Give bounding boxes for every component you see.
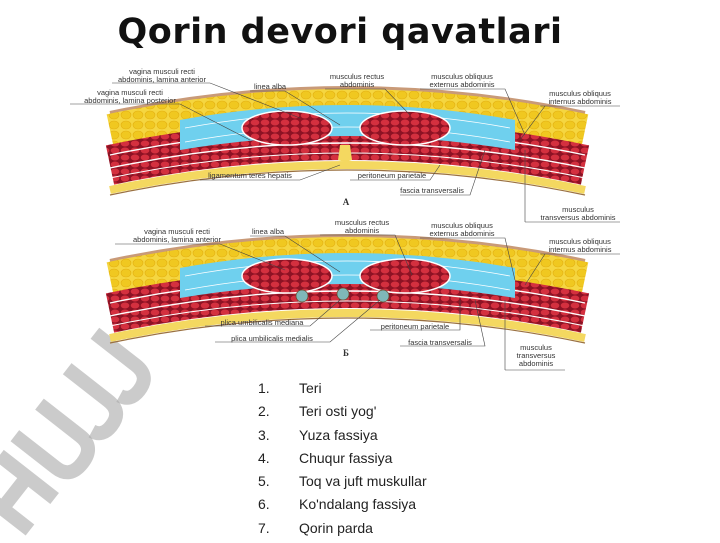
- label-obliquus-externus-b-1: musculus obliquus: [431, 221, 493, 230]
- label-transversus-a-1: musculus: [562, 205, 594, 214]
- ligamentum-teres-shape: [338, 145, 352, 162]
- label-vagina-anterior-a-2: abdominis, lamina anterior: [118, 75, 206, 84]
- label-peritoneum-b: peritoneum parietale: [381, 322, 449, 331]
- label-obliquus-externus-b-2: externus abdominis: [429, 229, 494, 238]
- leader-lines-b: [115, 234, 620, 371]
- label-obliquus-internus-a-1: musculus obliquus: [549, 89, 611, 98]
- label-plica-mediana: plica umbilicalis mediana: [221, 318, 305, 327]
- list-item: 4.Chuqur fassiya: [258, 449, 393, 466]
- label-plica-medialis: plica umbilicalis medialis: [231, 334, 313, 343]
- label-rectus-a-1: musculus rectus: [330, 72, 384, 81]
- label-fascia-b: fascia transversalis: [408, 338, 472, 347]
- label-obliquus-externus-a-1: musculus obliquus: [431, 72, 493, 81]
- label-obliquus-internus-b-2: internus abdominis: [549, 245, 612, 254]
- label-linea-alba-b: linea alba: [252, 227, 285, 236]
- figure-letter-b: Б: [343, 348, 349, 358]
- list-item: 3.Yuza fassiya: [258, 426, 378, 443]
- label-rectus-b-1: musculus rectus: [335, 218, 389, 227]
- list-item: 7.Qorin parda: [258, 519, 373, 536]
- list-item: 5.Toq va juft muskullar: [258, 473, 427, 490]
- figure-b: vagina musculi recti abdominis, lamina a…: [110, 218, 620, 371]
- slide-title: Qorin devori qavatlari: [117, 12, 563, 52]
- label-linea-alba-a: linea alba: [254, 82, 287, 91]
- list-item: 6.Ko'ndalang fassiya: [258, 496, 417, 513]
- label-vagina-anterior-a-1: vagina musculi recti: [129, 67, 195, 76]
- label-obliquus-internus-a-2: internus abdominis: [549, 97, 612, 106]
- abdominal-wall-section-a: [110, 88, 585, 195]
- label-vagina-anterior-b-2: abdominis, lamina anterior: [133, 235, 221, 244]
- label-rectus-a-2: abdominis: [340, 80, 374, 89]
- label-transversus-b-2: transversus: [517, 351, 556, 360]
- list-item: 1.Teri: [258, 380, 322, 396]
- label-obliquus-internus-b-1: musculus obliquus: [549, 237, 611, 246]
- label-ligamentum-a: ligamentum teres hepatis: [208, 171, 292, 180]
- figure-a: vagina musculi recti abdominis, lamina a…: [70, 67, 620, 223]
- list-item: 2.Teri osti yog': [258, 403, 377, 420]
- label-fascia-a: fascia transversalis: [400, 186, 464, 195]
- label-vagina-posterior-a-2: abdominis, lamina posterior: [84, 96, 176, 105]
- label-transversus-b-3: abdominis: [519, 359, 553, 368]
- label-obliquus-externus-a-2: externus abdominis: [429, 80, 494, 89]
- label-vagina-anterior-b-1: vagina musculi recti: [144, 227, 210, 236]
- figure-letter-a: A: [343, 197, 350, 207]
- label-transversus-a-2: transversus abdominis: [540, 213, 615, 222]
- label-peritoneum-a: peritoneum parietale: [358, 171, 426, 180]
- umbilical-folds: [295, 287, 390, 303]
- leader-lines-a: [70, 82, 620, 223]
- label-vagina-posterior-a-1: vagina musculi recti: [97, 88, 163, 97]
- layers-list: 1.Teri 2.Teri osti yog' 3.Yuza fassiya 4…: [258, 380, 427, 543]
- label-rectus-b-2: abdominis: [345, 226, 379, 235]
- label-transversus-b-1: musculus: [520, 343, 552, 352]
